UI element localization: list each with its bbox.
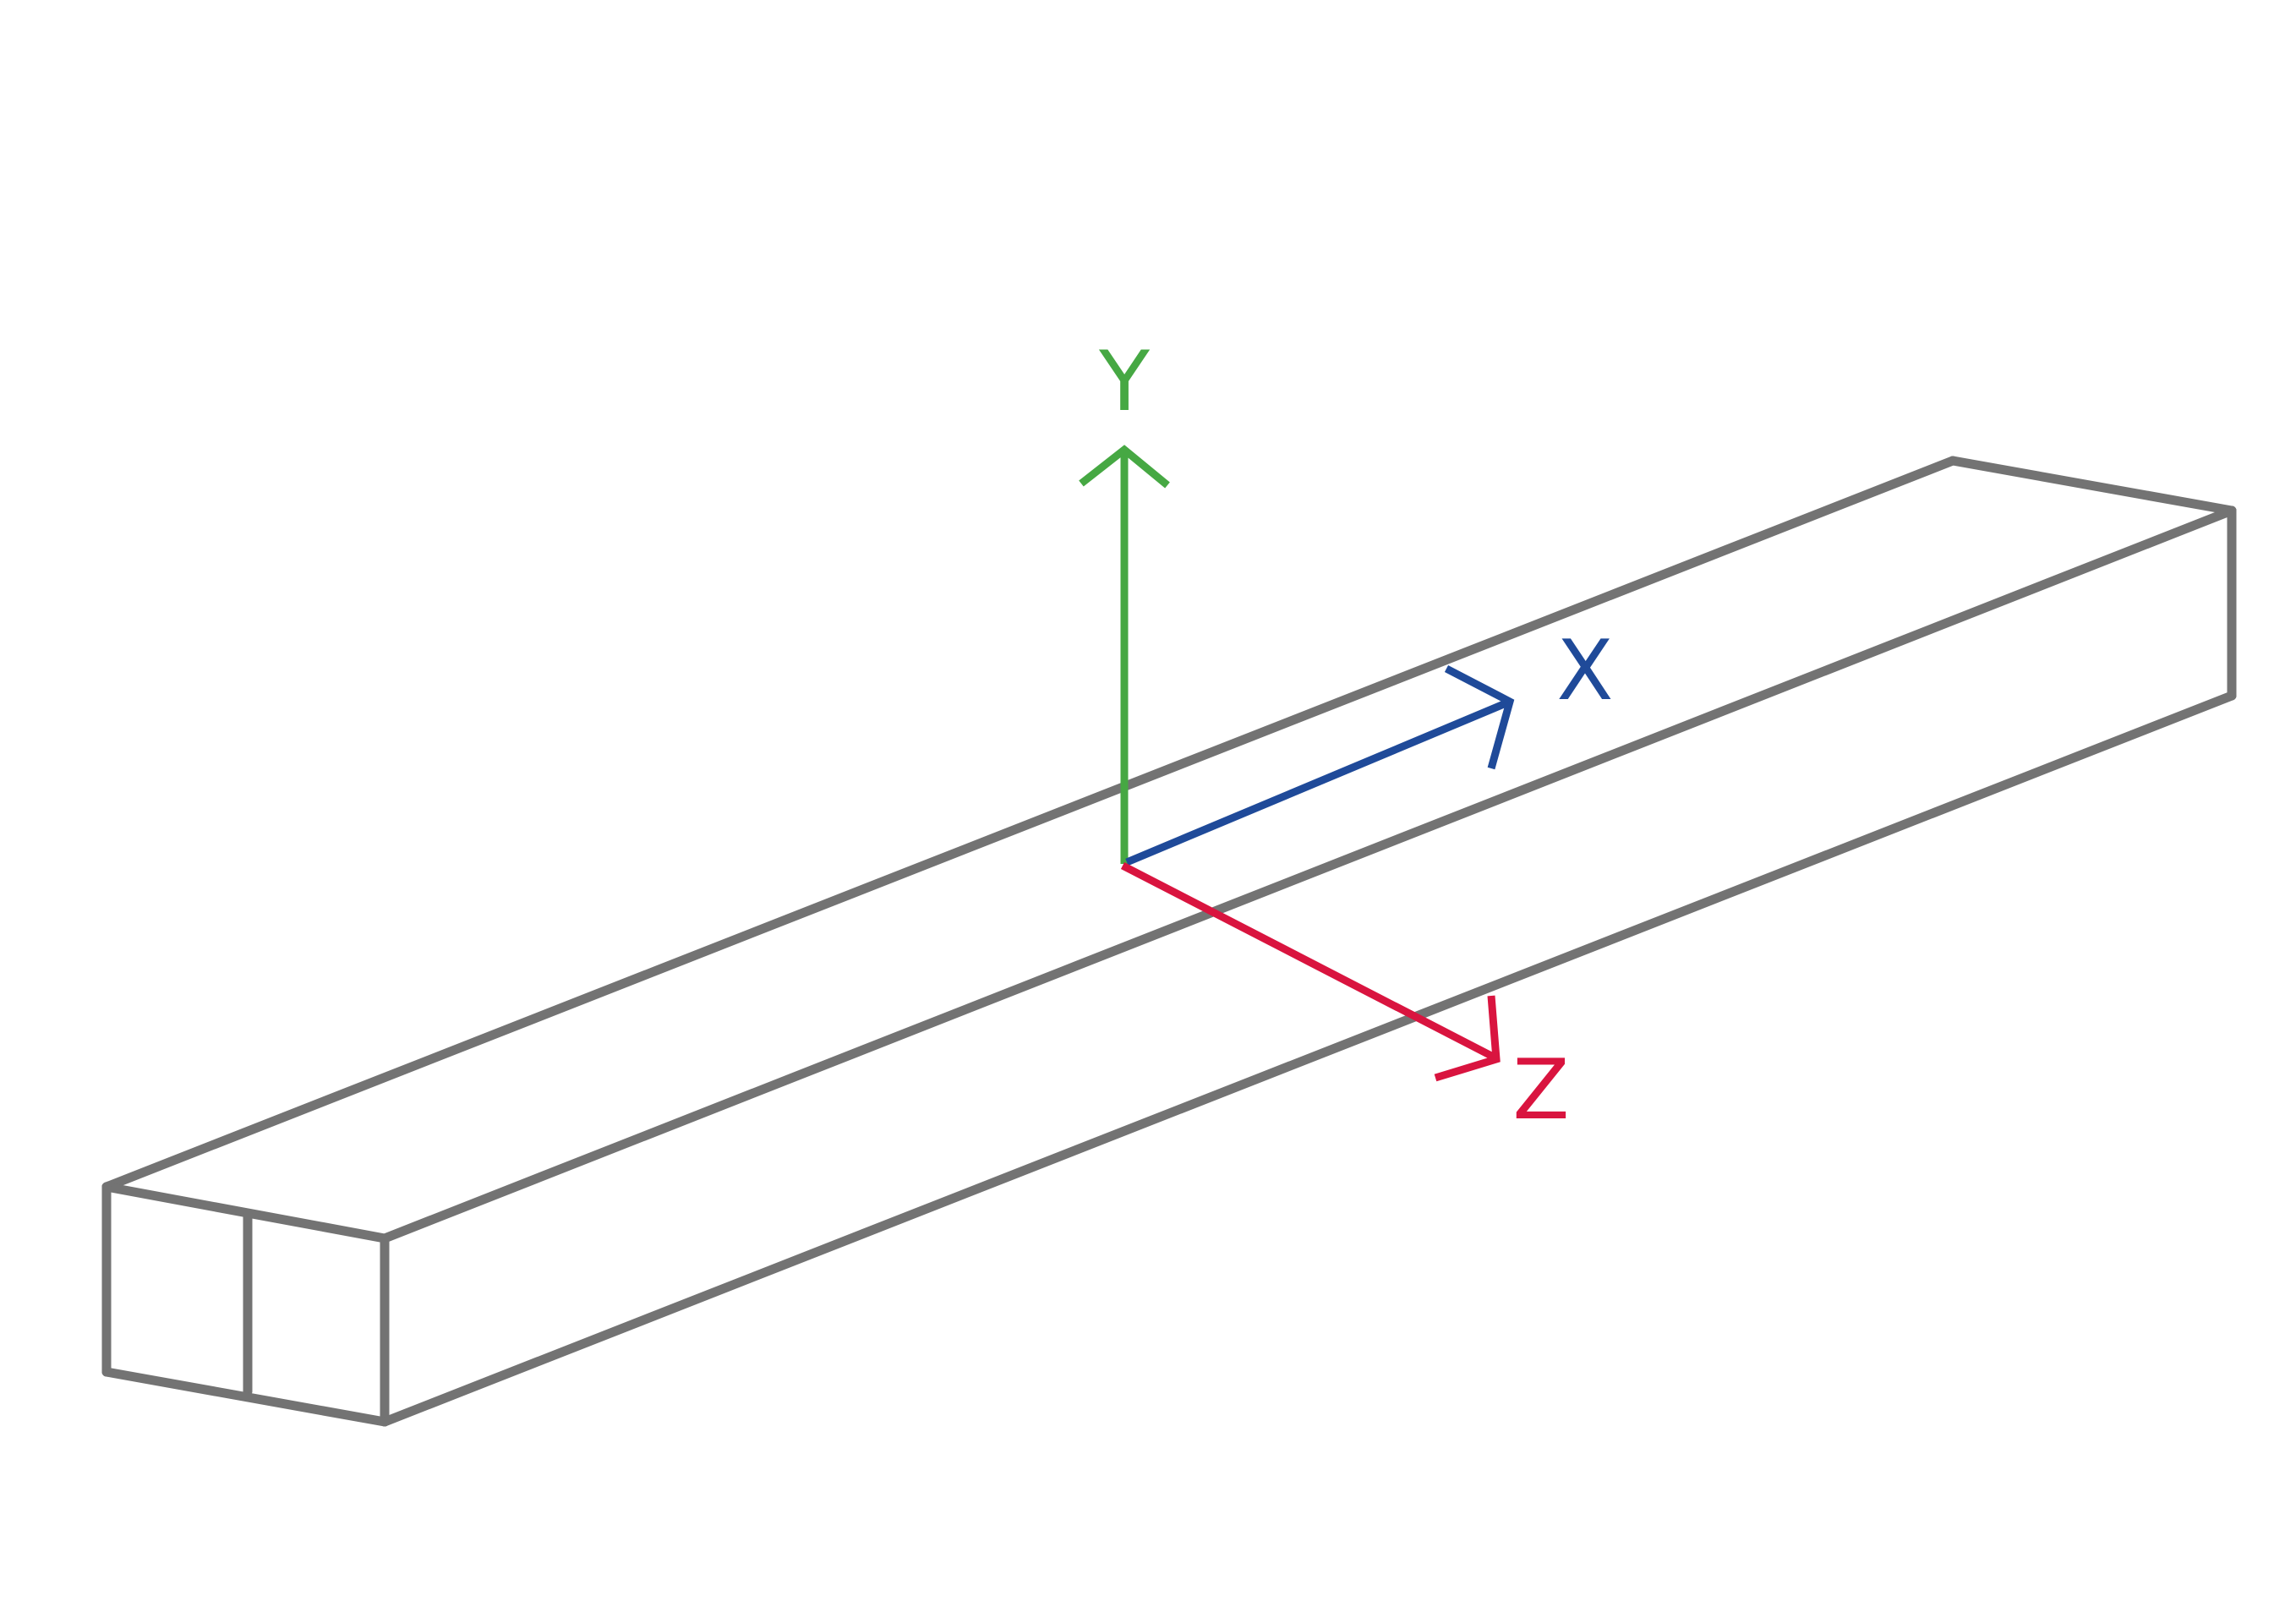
z-axis: Z	[1120, 862, 1570, 1139]
y-axis-arrowhead	[1079, 445, 1170, 489]
beam-near-bottom-edge	[101, 1367, 390, 1427]
x-axis-arrowhead	[1444, 665, 1515, 770]
z-axis-arrowhead	[1434, 995, 1501, 1082]
beam-top-front-edge	[380, 505, 2237, 1243]
y-axis-label: Y	[1098, 334, 1151, 430]
x-axis: X	[1125, 623, 1614, 866]
x-axis-label: X	[1556, 623, 1613, 719]
x-axis-line	[1125, 697, 1512, 866]
beam-top-back-edge	[101, 456, 1958, 1192]
beam-bottom-front-edge	[380, 691, 2237, 1427]
z-axis-line	[1120, 862, 1499, 1062]
y-axis: Y	[1079, 334, 1170, 864]
beam-outline	[101, 456, 2237, 1427]
beam-top-far-edge	[1948, 456, 2237, 516]
z-axis-label: Z	[1512, 1042, 1569, 1139]
